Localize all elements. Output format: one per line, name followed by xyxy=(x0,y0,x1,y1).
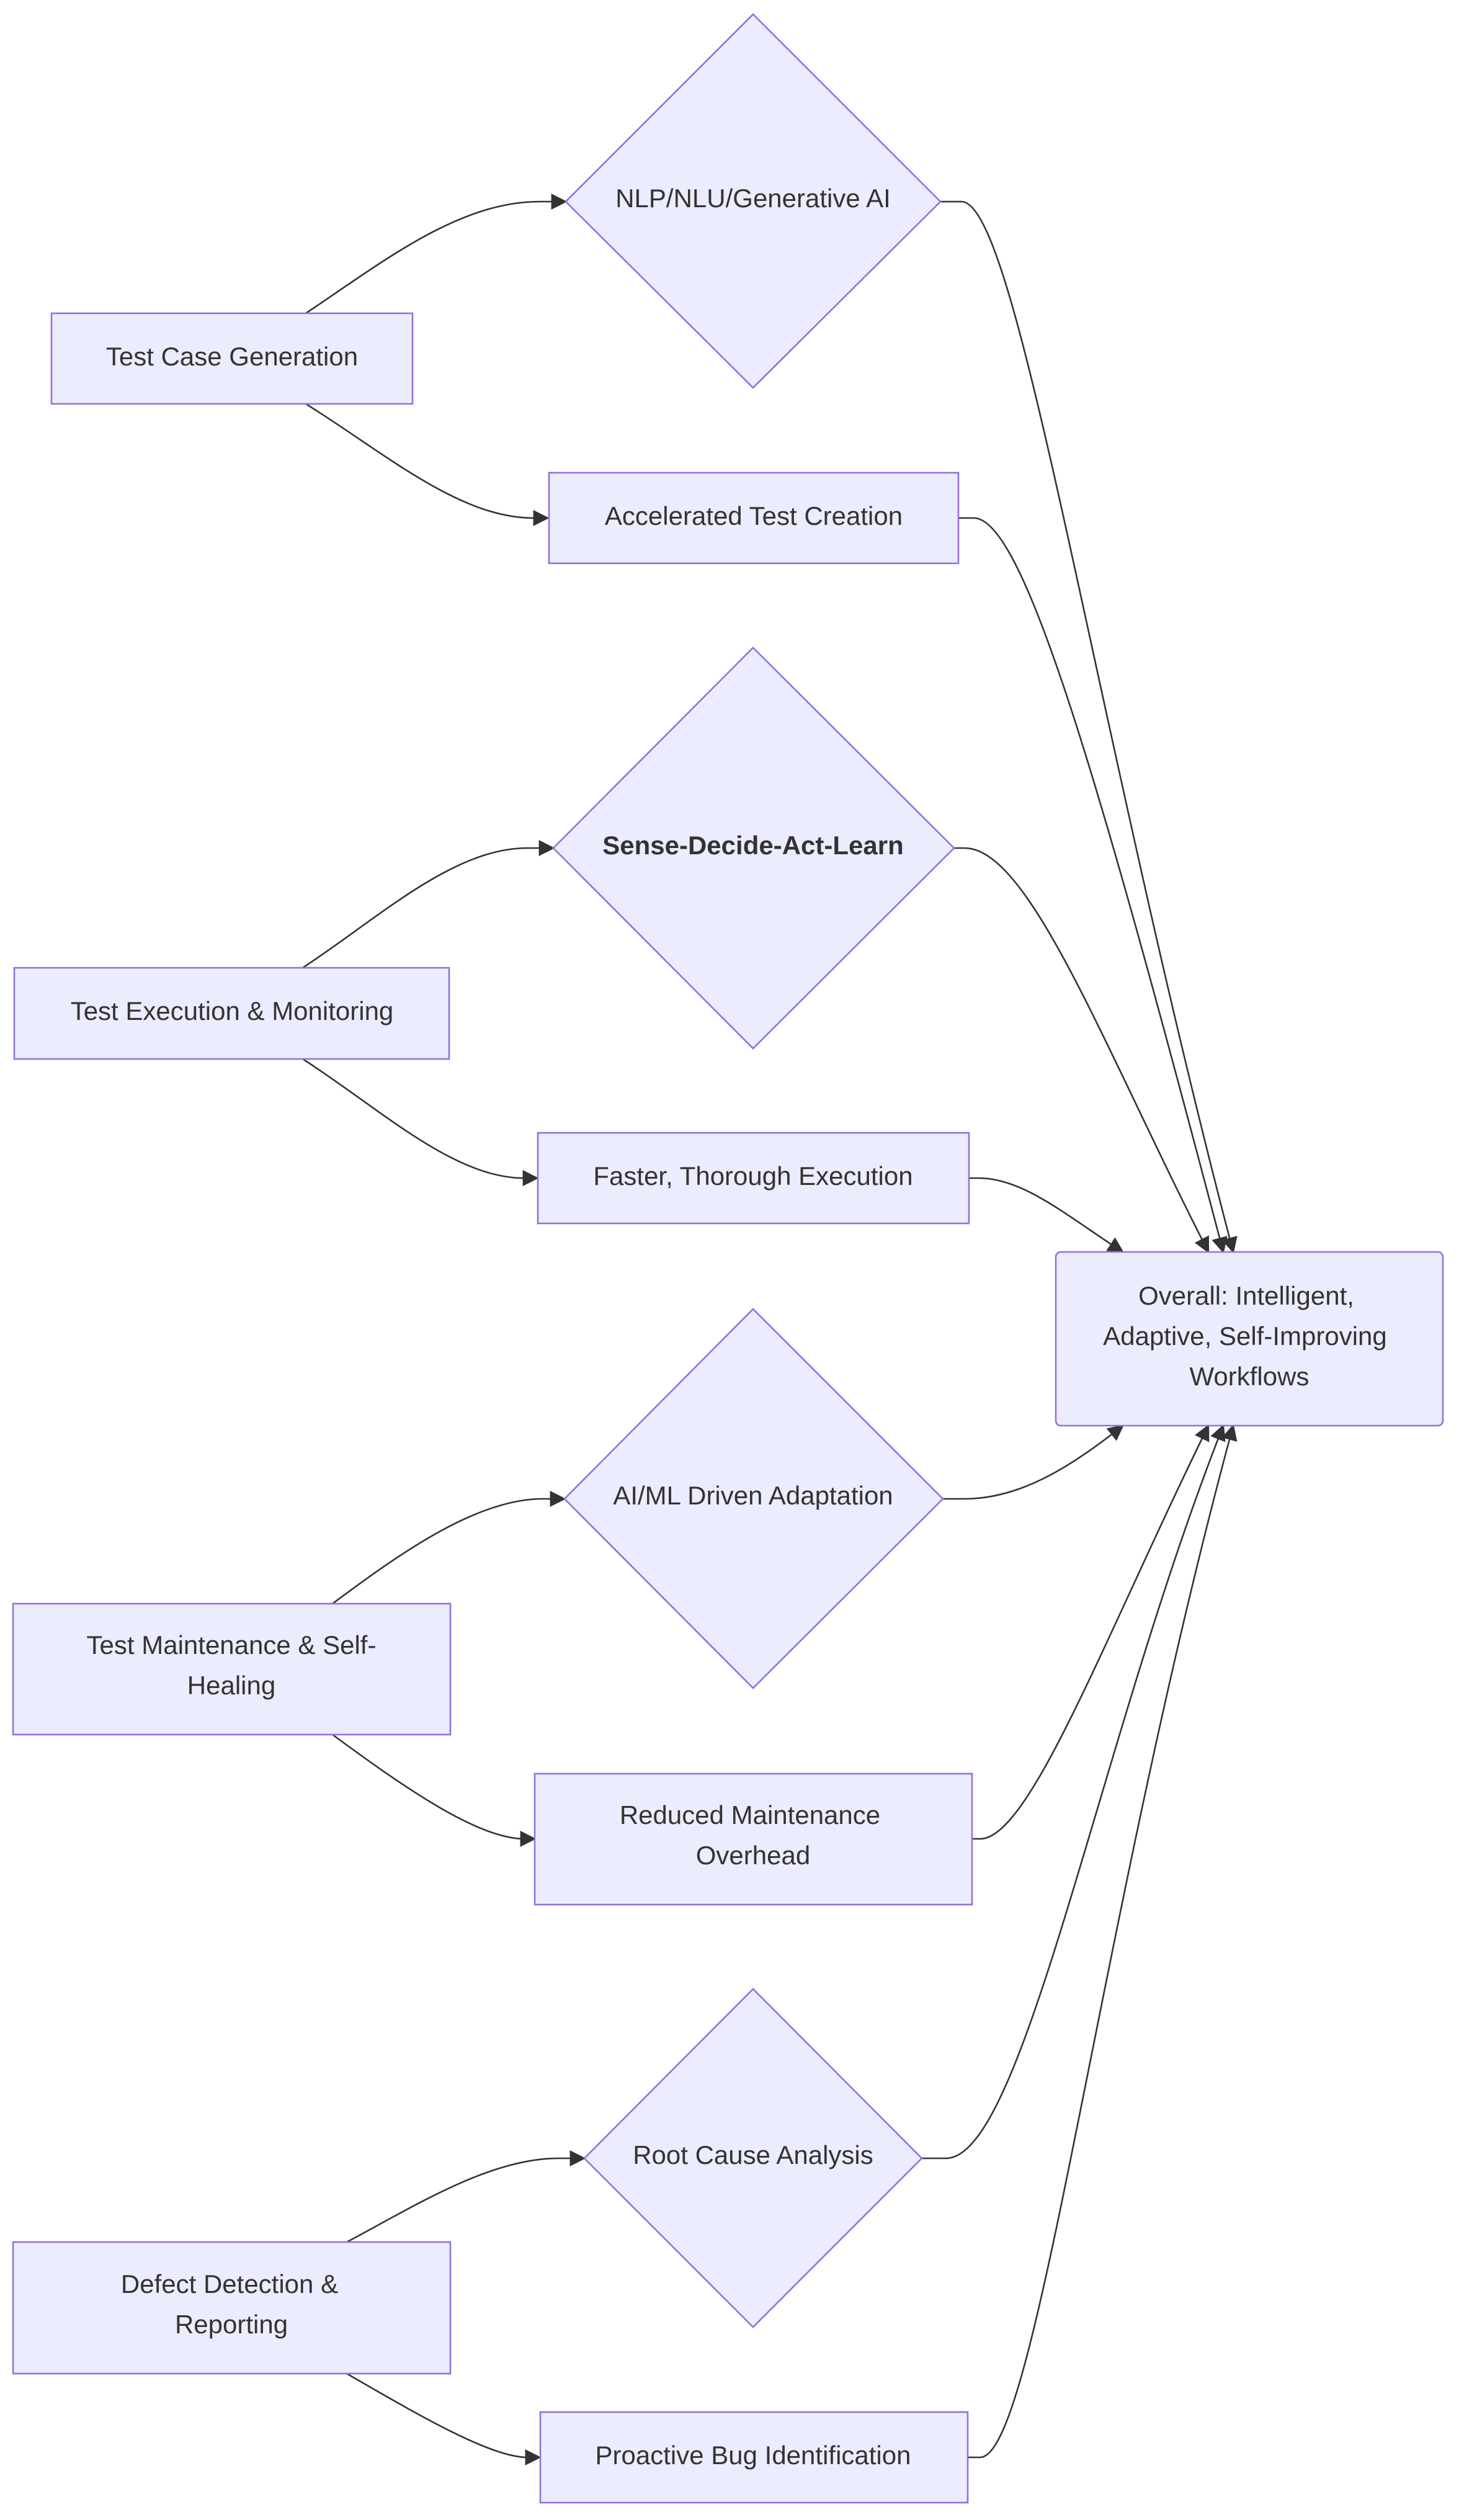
node-label-line-1: Reduced Maintenance xyxy=(620,1800,880,1830)
edge-defect-detection-to-proactive xyxy=(346,2372,542,2465)
node-shape xyxy=(583,1988,923,2328)
node-ai-ml-driven-adaptation[interactable]: AI/ML Driven Adaptation xyxy=(563,1308,944,1689)
node-label: AI/ML Driven Adaptation xyxy=(613,1481,893,1510)
edge-test-execution-to-faster xyxy=(302,1058,539,1186)
node-root-cause-analysis[interactable]: Root Cause Analysis xyxy=(583,1988,923,2328)
node-sense-decide-act-learn[interactable]: Sense-Decide-Act-Learn xyxy=(552,646,955,1050)
nodes-layer: Test Case Generation NLP/NLU/Generative … xyxy=(12,13,1444,2504)
node-label-line-1: Defect Detection & xyxy=(121,2269,338,2299)
node-reduced-maintenance-overhead[interactable]: Reduced Maintenance Overhead xyxy=(533,1772,973,1906)
edge-test-execution-to-sense xyxy=(302,840,555,969)
node-label-line-1: Test Maintenance & Self- xyxy=(87,1630,377,1660)
edge-faster-to-overall xyxy=(969,1177,1125,1253)
node-shape xyxy=(564,13,942,389)
node-nlp-generative-ai[interactable]: NLP/NLU/Generative AI xyxy=(564,13,942,389)
node-shape xyxy=(12,1602,452,1736)
node-label: Sense-Decide-Act-Learn xyxy=(602,831,903,860)
node-accelerated-test-creation[interactable]: Accelerated Test Creation xyxy=(548,471,960,565)
node-label: Proactive Bug Identification xyxy=(596,2441,911,2470)
node-proactive-bug-identification[interactable]: Proactive Bug Identification xyxy=(539,2411,969,2504)
node-overall[interactable]: Overall: Intelligent, Adaptive, Self-Imp… xyxy=(1055,1251,1444,1427)
node-label-line-2: Adaptive, Self-Improving xyxy=(1103,1321,1387,1351)
edge-test-case-generation-to-nlp xyxy=(305,194,568,315)
node-shape xyxy=(563,1308,944,1689)
node-shape xyxy=(1055,1251,1444,1427)
node-faster-thorough-execution[interactable]: Faster, Thorough Execution xyxy=(537,1132,970,1225)
node-shape xyxy=(50,312,414,405)
node-label: Test Execution & Monitoring xyxy=(71,996,394,1025)
edge-test-maintenance-to-reduced xyxy=(332,1733,537,1847)
edge-test-maintenance-to-aiml xyxy=(332,1491,566,1605)
edges-layer xyxy=(302,194,1238,2465)
node-label-line-2: Overhead xyxy=(696,1841,810,1870)
node-label: Accelerated Test Creation xyxy=(605,501,903,530)
node-label: Test Case Generation xyxy=(106,342,358,371)
node-shape xyxy=(548,471,960,565)
node-test-execution-monitoring[interactable]: Test Execution & Monitoring xyxy=(13,967,450,1060)
node-label-line-3: Workflows xyxy=(1190,1362,1310,1391)
node-defect-detection-reporting[interactable]: Defect Detection & Reporting xyxy=(12,2241,452,2375)
node-label: Root Cause Analysis xyxy=(633,2140,873,2169)
node-shape xyxy=(533,1772,973,1906)
node-label-line-2: Healing xyxy=(187,1671,275,1700)
edge-aiml-to-overall xyxy=(943,1424,1125,1500)
edge-sense-to-overall xyxy=(954,847,1210,1254)
edge-defect-detection-to-root-cause xyxy=(346,2150,586,2243)
node-shape xyxy=(552,646,955,1050)
node-label-line-1: Overall: Intelligent, xyxy=(1138,1281,1354,1310)
node-shape xyxy=(539,2411,969,2504)
edge-proactive-to-overall xyxy=(968,1424,1238,2459)
node-label: NLP/NLU/Generative AI xyxy=(615,184,891,213)
edge-root-cause-to-overall xyxy=(922,1424,1226,2160)
edge-test-case-generation-to-accelerated xyxy=(305,403,550,526)
edge-reduced-to-overall xyxy=(972,1424,1210,1840)
node-shape xyxy=(13,967,450,1060)
node-label-line-2: Reporting xyxy=(175,2310,288,2339)
node-test-maintenance-self-healing[interactable]: Test Maintenance & Self- Healing xyxy=(12,1602,452,1736)
node-label: Faster, Thorough Execution xyxy=(593,1161,912,1191)
edge-nlp-to-overall xyxy=(940,200,1238,1254)
node-shape xyxy=(12,2241,452,2375)
node-shape xyxy=(537,1132,970,1225)
edge-accelerated-to-overall xyxy=(958,517,1228,1254)
node-test-case-generation[interactable]: Test Case Generation xyxy=(50,312,414,405)
